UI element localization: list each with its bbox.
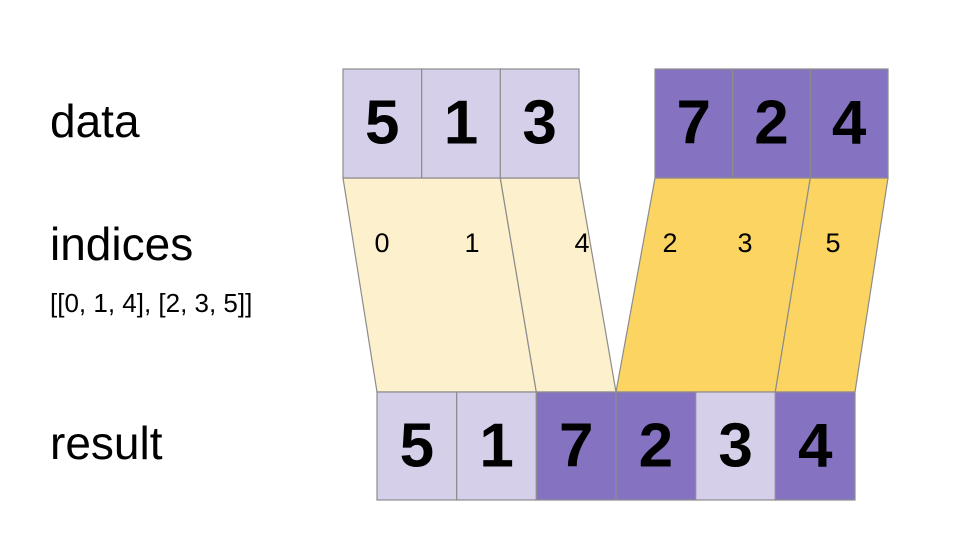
data-cell-3[interactable]	[654, 68, 734, 179]
label-indices-value: [[0, 1, 4], [2, 3, 5]]	[50, 288, 252, 318]
ribbon-layer	[342, 177, 889, 393]
index-label-4: 3	[737, 228, 752, 258]
data-cell-2-value: 3	[522, 88, 556, 157]
data-cell-1-value: 1	[444, 88, 478, 157]
result-cell-0-value: 5	[400, 411, 434, 480]
index-label-3: 2	[662, 228, 677, 258]
result-cell-2-value: 7	[559, 411, 593, 480]
index-label-5: 5	[825, 228, 840, 258]
data-cell-5-value: 4	[832, 88, 867, 157]
result-cell-0[interactable]	[376, 391, 458, 501]
data-row: 5 1 3 7 2 4	[342, 68, 889, 179]
data-cell-5[interactable]	[809, 68, 889, 179]
indices-row: 0 1 4 2 3 5	[374, 228, 840, 258]
index-label-2: 4	[574, 228, 589, 258]
result-row: 5 1 7 2 3 4	[376, 391, 856, 501]
index-label-0: 0	[374, 228, 389, 258]
data-cell-0-value: 5	[365, 88, 399, 157]
result-cell-2[interactable]	[535, 391, 617, 501]
data-cell-4[interactable]	[732, 68, 812, 179]
result-cell-4[interactable]	[695, 391, 777, 501]
data-cell-3-value: 7	[677, 88, 711, 157]
result-cell-3[interactable]	[615, 391, 697, 501]
result-cell-5-value: 4	[798, 411, 833, 480]
data-cell-0[interactable]	[342, 68, 423, 179]
label-indices: indices	[50, 218, 193, 270]
label-result: result	[50, 417, 163, 469]
data-cell-2[interactable]	[499, 68, 580, 179]
result-cell-1-value: 1	[479, 411, 513, 480]
data-cell-4-value: 2	[754, 88, 788, 157]
result-cell-3-value: 2	[639, 411, 673, 480]
result-cell-4-value: 3	[718, 411, 752, 480]
label-data: data	[50, 95, 140, 147]
result-cell-1[interactable]	[456, 391, 538, 501]
index-label-1: 1	[464, 228, 479, 258]
data-cell-1[interactable]	[421, 68, 502, 179]
result-cell-5[interactable]	[774, 391, 856, 501]
